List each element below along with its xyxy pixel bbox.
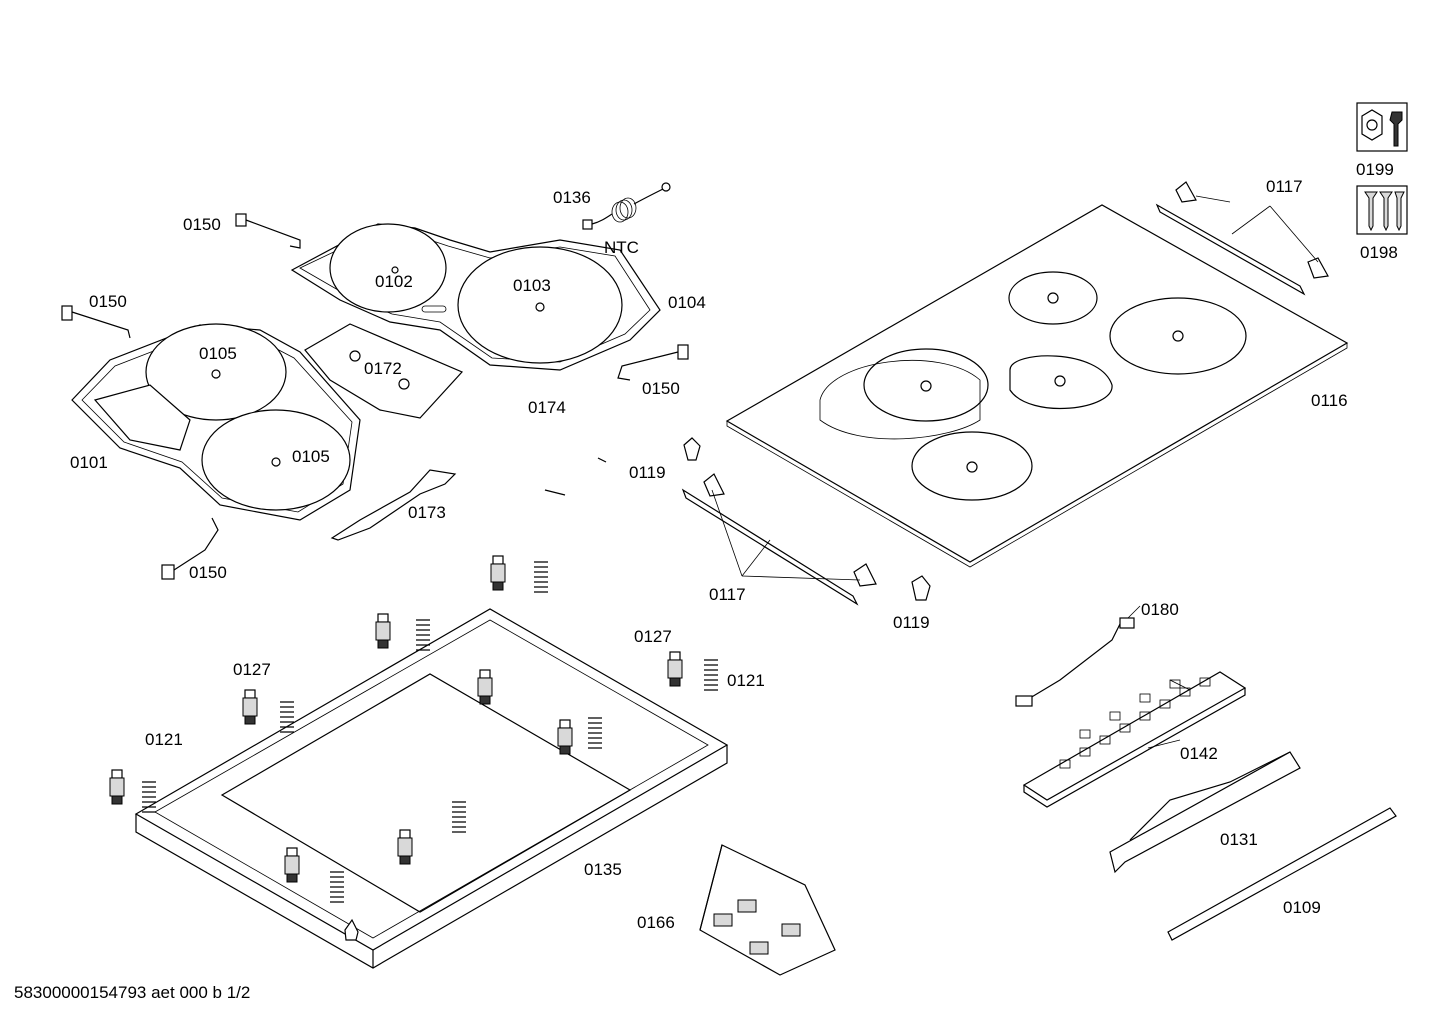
label-0172: 0172 [364,359,402,378]
spring-0121-a [534,561,548,593]
label-0116: 0116 [1311,391,1348,410]
document-id: 58300000154793 aet 000 b 1/2 [14,983,250,1002]
spring-0121-f [142,781,156,813]
cable-0150-d [161,517,219,580]
label-0150-a: 0150 [183,215,221,234]
label-0135: 0135 [584,860,622,879]
foot-0127-h [397,829,413,865]
label-0180: 0180 [1141,600,1179,619]
label-0174: 0174 [528,398,566,417]
cable-0180 [1015,617,1135,707]
label-0131: 0131 [1220,830,1258,849]
foot-0127-c [667,651,683,687]
heating-tray-0104 [290,223,661,371]
foot-0127-i [284,847,300,883]
control-board-0142 [1022,671,1247,808]
cable-0150-b [61,305,131,339]
foot-0127-a [490,555,506,591]
label-0127-b: 0127 [233,660,271,679]
strip-0109 [1167,807,1397,941]
label-0173: 0173 [408,503,446,522]
hob-frame-0135 [134,608,729,969]
spring-0121-b [416,619,430,651]
foot-0127-g [109,769,125,805]
profile-strip-0117-top [1155,181,1329,296]
label-0105-b: 0105 [292,447,330,466]
profile-strip-0117-bottom [681,473,877,606]
ntc-sensor-0136 [582,182,671,230]
cable-0150-a [235,213,301,249]
label-0150-c: 0150 [642,379,680,398]
foot-0127-e [242,689,258,725]
wrench-nut-icon [1356,102,1408,152]
foot-0127-b [375,613,391,649]
bracket-0173 [330,469,457,541]
label-0121-b: 0121 [145,730,183,749]
foot-0127-f [557,719,573,755]
glass-ceramic-hob-0116 [725,204,1349,568]
label-0150-d: 0150 [189,563,227,582]
spring-0121-d [280,701,294,733]
cable-0150-c [617,344,689,381]
label-0142: 0142 [1180,744,1218,763]
label-0102: 0102 [375,272,413,291]
spring-0121-e [588,717,602,749]
part-labels: 0199 0198 0136 NTC 0150 0150 0150 0150 0… [70,160,1398,932]
clip-0119-a [683,437,701,461]
holder-0131 [1109,751,1301,874]
cover-plate-0172 [304,323,464,419]
clip-0119-b [911,575,931,601]
screws-icon [1356,185,1408,235]
leader-lines [711,195,1319,749]
label-0166: 0166 [637,913,675,932]
label-0121-a: 0121 [727,671,765,690]
label-0101: 0101 [70,453,108,472]
label-0103: 0103 [513,276,551,295]
label-0105-a: 0105 [199,344,237,363]
label-ntc: NTC [604,238,639,257]
label-0199: 0199 [1356,160,1394,179]
label-0109: 0109 [1283,898,1321,917]
label-0117-a: 0117 [1266,177,1303,196]
heating-tray-0101 [71,323,361,521]
spring-0121-h [330,871,344,903]
label-0119-a: 0119 [629,463,666,482]
label-0119-b: 0119 [893,613,930,632]
label-0104: 0104 [668,293,706,312]
label-0150-b: 0150 [89,292,127,311]
heater-element-0174 [435,408,607,496]
spring-0121-c [704,659,718,691]
label-0127-a: 0127 [634,627,672,646]
label-0136: 0136 [553,188,591,207]
accessory-kit-0166 [699,844,836,976]
label-0198: 0198 [1360,243,1398,262]
foot-0127-d [477,669,493,705]
spring-0121-g [452,801,466,833]
label-0117-b: 0117 [709,585,746,604]
